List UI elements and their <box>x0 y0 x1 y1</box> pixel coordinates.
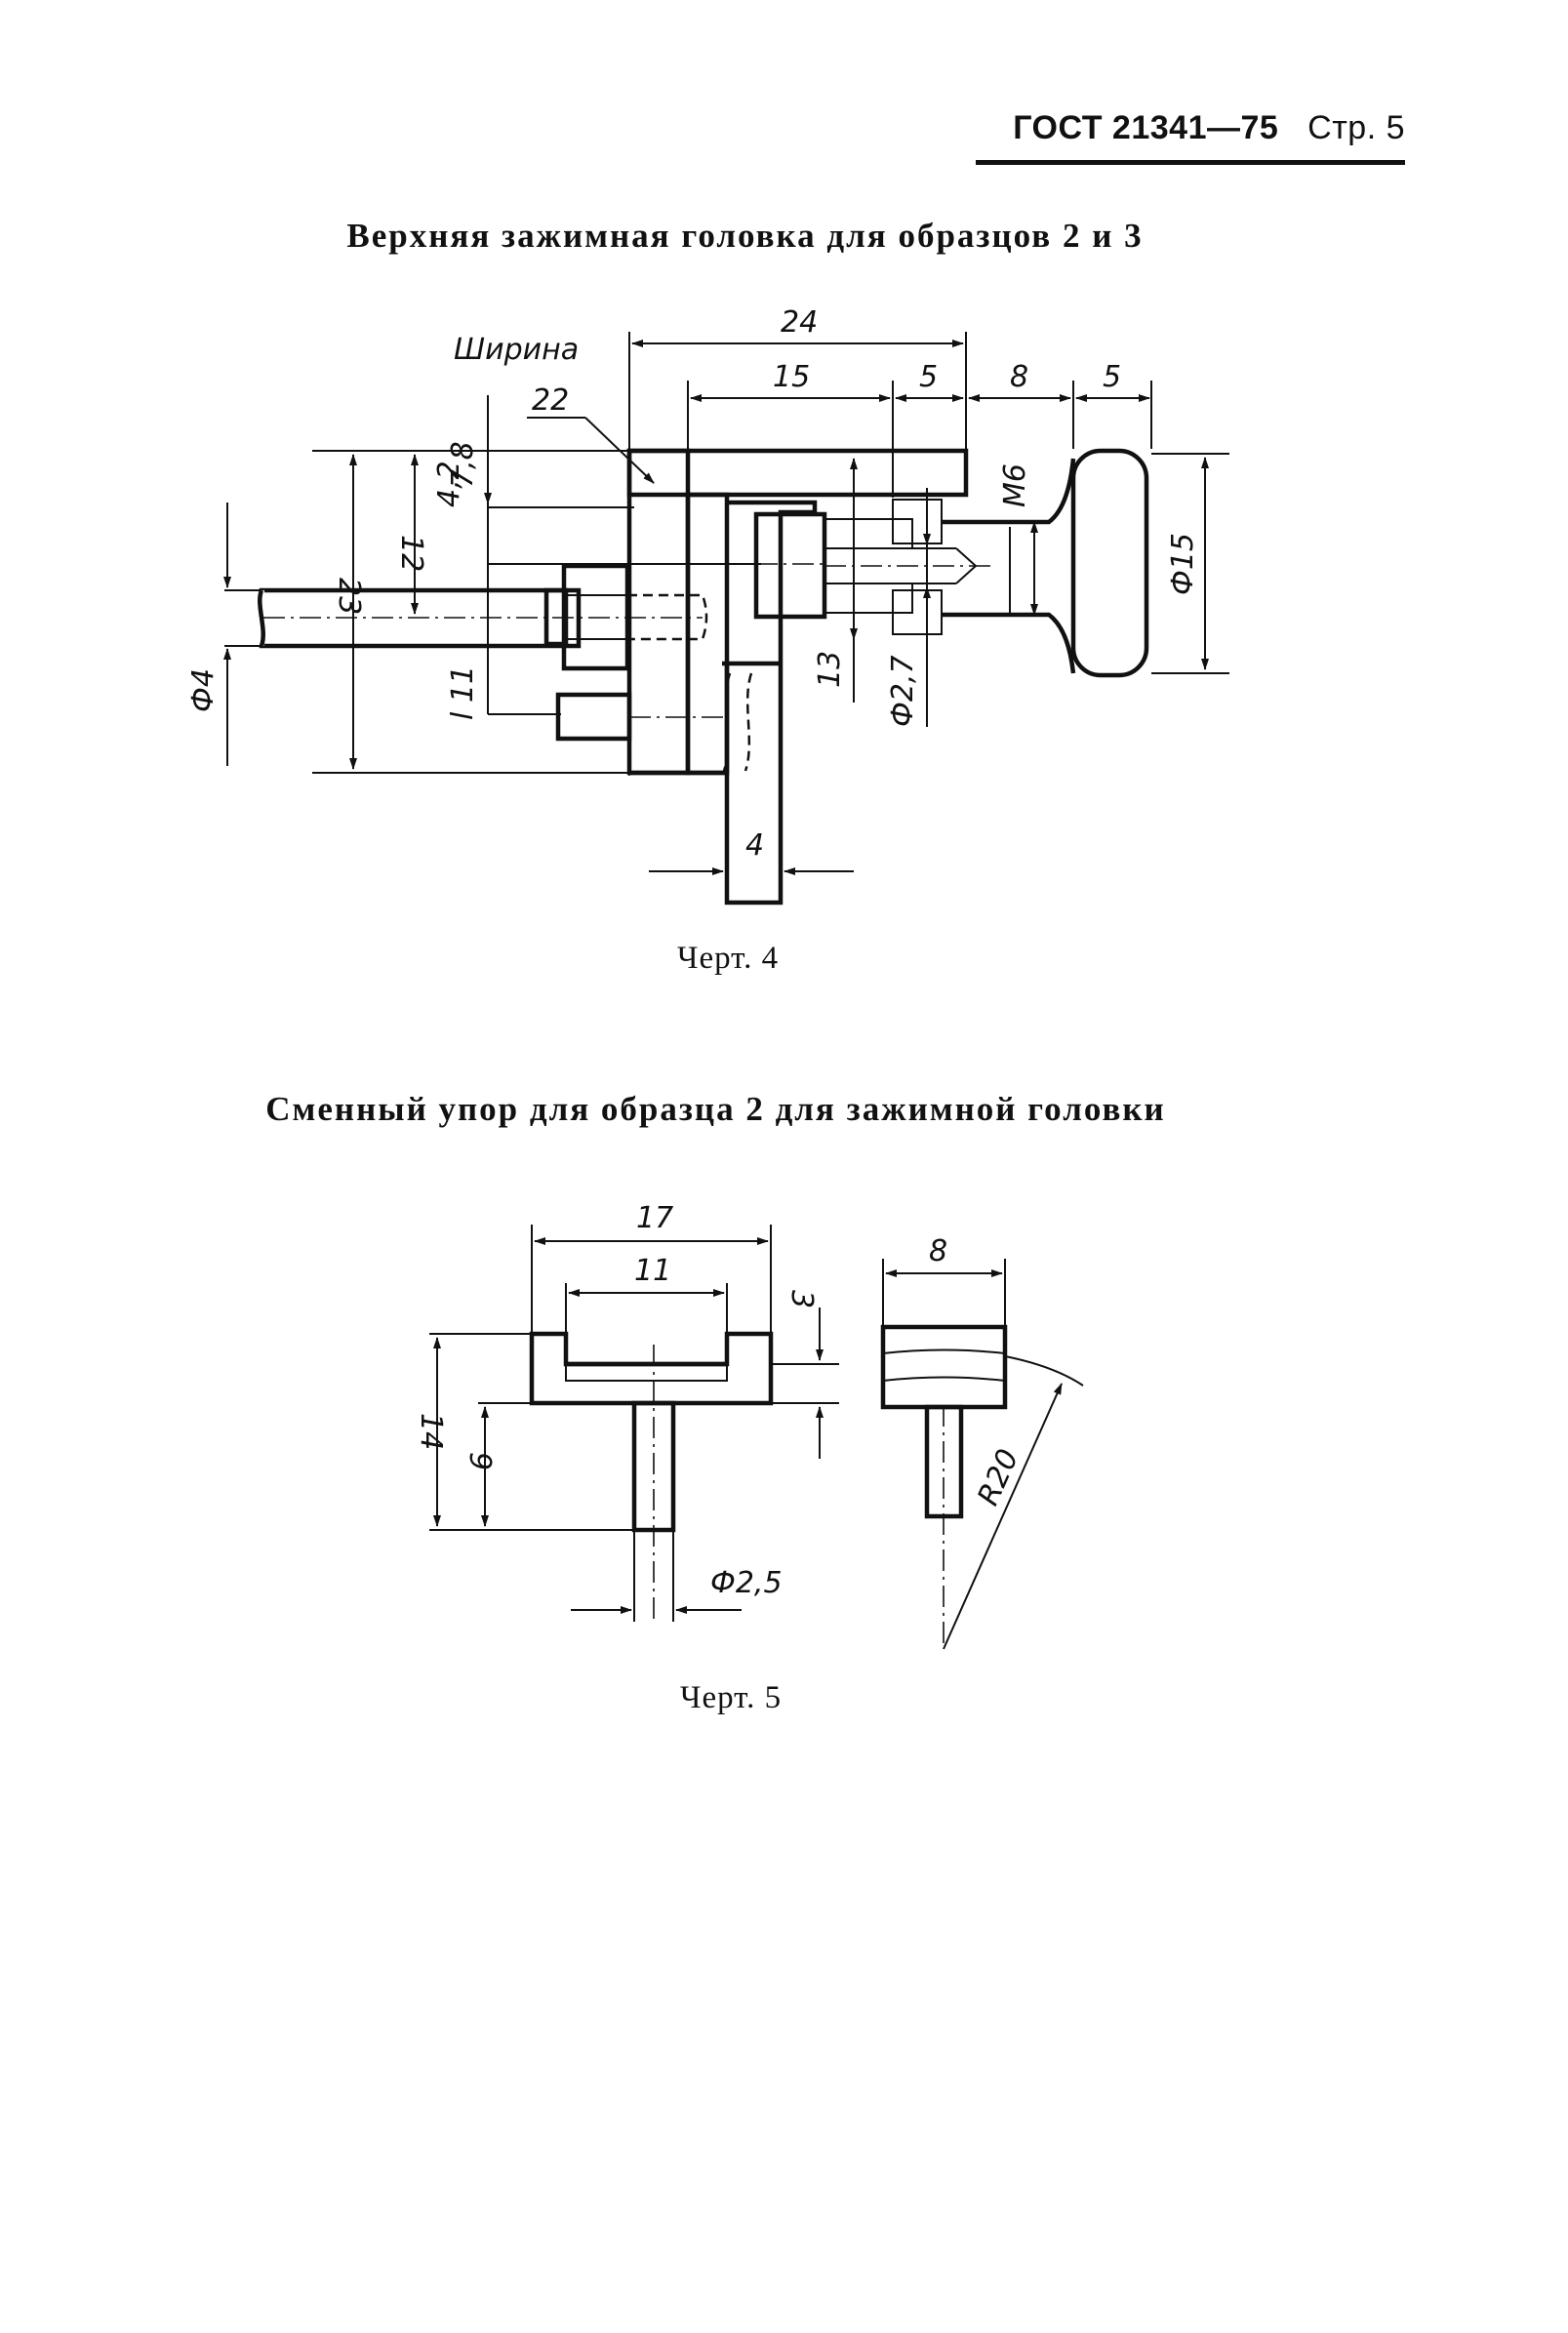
dim-4-2: 4,2 <box>432 461 466 507</box>
body-left-wall <box>626 448 691 776</box>
dim-14: 14 <box>414 1413 448 1450</box>
header-rule <box>976 160 1405 165</box>
dim-phi15: Ф15 <box>1166 533 1200 595</box>
dim-8-side: 8 <box>929 1234 947 1268</box>
dim-13: 13 <box>813 651 847 688</box>
hidden-screw <box>627 593 708 641</box>
figure2-title: Сменный упор для образца 2 для зажимной … <box>265 1090 1166 1128</box>
nut-lower <box>892 589 943 635</box>
u-channel-block <box>529 1331 774 1406</box>
figure2-drawing: 17 11 3 14 9 Ф2,5 8 <box>414 1201 1084 1650</box>
dim-24: 24 <box>781 305 818 340</box>
figure1-caption: Черт. 4 <box>677 941 780 976</box>
dim-9: 9 <box>462 1452 497 1470</box>
dim-15: 15 <box>773 360 810 394</box>
dim-phi4: Ф4 <box>186 668 221 712</box>
body-top-plate <box>626 448 969 498</box>
dim-phi2-5: Ф2,5 <box>710 1566 783 1600</box>
figure1-drawing: 24 15 5 8 5 Ширина 22 23 12 4,2 7,8 <box>186 305 1229 905</box>
standard-number: ГОСТ 21341—75 <box>1013 109 1279 146</box>
stop-side-view <box>880 1324 1008 1410</box>
dim-7-8: 7,8 <box>446 441 480 488</box>
dim-r20: R20 <box>971 1444 1025 1510</box>
l-bracket <box>724 500 818 905</box>
figure2-caption: Черт. 5 <box>680 1680 783 1715</box>
dim-phi2-7: Ф2,7 <box>886 655 920 727</box>
dim-5b: 5 <box>1103 360 1121 394</box>
figure1-title: Верхняя зажимная головка для образцов 2 … <box>346 217 1144 255</box>
dim-12: 12 <box>394 535 428 572</box>
body-inner-wall <box>685 492 730 776</box>
dim-l11: l 11 <box>446 665 480 720</box>
cylinder-insert <box>753 511 827 620</box>
dim-23: 23 <box>332 578 366 615</box>
dim-17: 17 <box>636 1201 673 1235</box>
dim-22: 22 <box>532 383 569 418</box>
dim-3: 3 <box>784 1290 819 1308</box>
nut-upper <box>892 499 943 544</box>
page-header: ГОСТ 21341—75 Стр. 5 <box>976 109 1405 147</box>
dim-4: 4 <box>745 828 764 863</box>
lower-pin <box>555 692 632 742</box>
dim-m6: М6 <box>998 463 1032 507</box>
dim-11: 11 <box>634 1254 671 1288</box>
knurled-knob <box>1070 448 1149 678</box>
dim-5a: 5 <box>919 360 938 394</box>
label-width-word: Ширина <box>454 333 579 367</box>
shaft-lower <box>942 612 1076 674</box>
screw-thread-lower <box>824 583 913 614</box>
page-number: Стр. 5 <box>1307 109 1405 146</box>
dim-8: 8 <box>1010 360 1028 394</box>
shaft-upper <box>942 458 1076 525</box>
